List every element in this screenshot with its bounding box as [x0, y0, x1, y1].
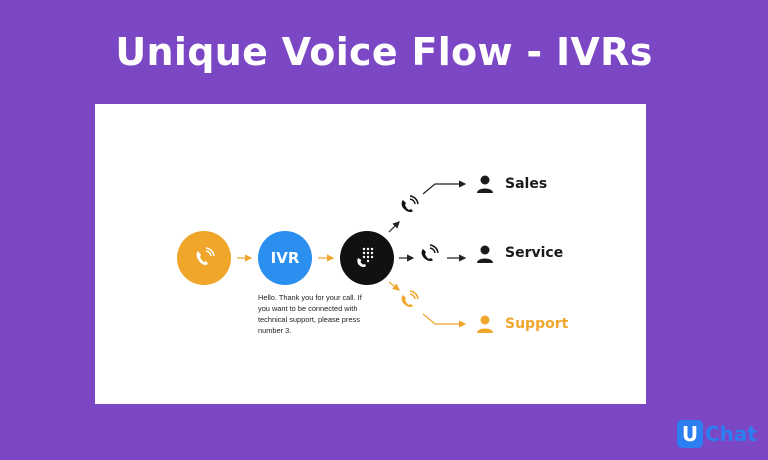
page-title: Unique Voice Flow - IVRs: [115, 30, 653, 74]
incoming-call-node: [177, 231, 231, 285]
phone-ringing-icon: [421, 244, 439, 262]
person-icon: [477, 245, 493, 263]
arrow-sales-branch: [422, 180, 467, 195]
flow-connectors: [237, 180, 467, 328]
destination-support: Support: [505, 316, 569, 332]
keypad-phone-icon: [357, 247, 374, 268]
person-icon: [477, 175, 493, 193]
ivr-node: IVR: [258, 231, 312, 285]
uchat-logo: U Chat: [677, 420, 757, 448]
logo-text: Chat: [705, 422, 757, 446]
phone-ringing-icon: [401, 290, 419, 308]
keypad-node: [340, 231, 394, 285]
arrow-support-branch: [422, 313, 467, 328]
logo-mark: U: [677, 420, 703, 448]
arrow-keypad-to-sales: [388, 221, 400, 233]
phone-ringing-icon: [196, 247, 215, 265]
ivr-greeting-message: Hello. Thank you for your call. If you w…: [258, 293, 362, 335]
ivr-flow-diagram: IVR Hello. Thank you for your call. If y…: [95, 104, 646, 404]
destination-sales: Sales: [505, 176, 548, 192]
phone-ringing-icon: [401, 195, 419, 213]
arrow-keypad-to-support: [388, 281, 400, 291]
destination-service: Service: [505, 245, 564, 261]
person-icon: [477, 315, 493, 333]
